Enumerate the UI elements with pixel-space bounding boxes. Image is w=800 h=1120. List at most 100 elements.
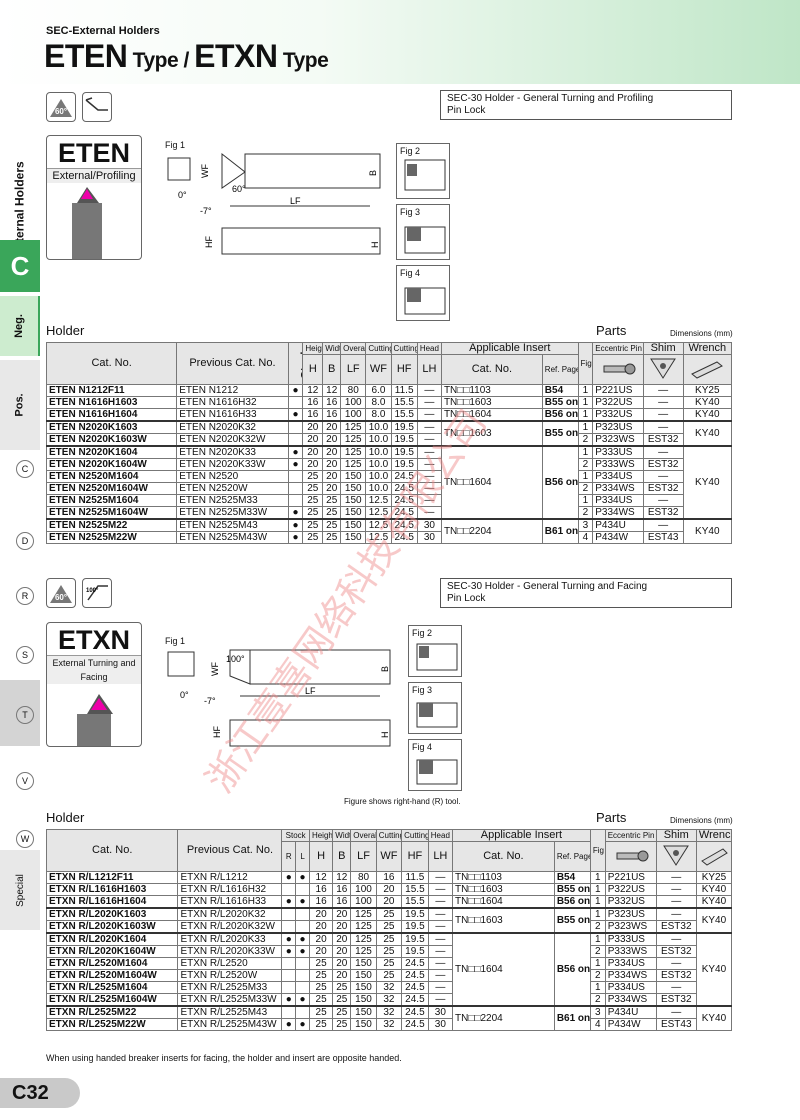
angle-minus7-label: -7° [200, 206, 212, 216]
table-cell: 15.5 [401, 883, 429, 896]
table-cell: 20 [302, 445, 324, 459]
table-cell: 19.5 [401, 932, 429, 946]
table-cell: 20 [308, 932, 334, 946]
table-cell: 15.5 [390, 396, 418, 409]
holder-info-box: SEC-30 Holder - General Turning and Prof… [440, 90, 732, 120]
table-cell: — [416, 433, 442, 447]
table-cell: 25 [332, 1018, 352, 1031]
table-cell: ETEN N2020K1604 [45, 445, 178, 459]
table-cell: 24.5 [390, 494, 418, 507]
table-cell: — [416, 408, 442, 422]
table-cell: TN□□2204 [452, 1005, 555, 1031]
table-cell: ETEN N2520M1604W [45, 482, 178, 495]
parts-heading: Parts [596, 323, 627, 338]
table-cell: P334WS [592, 482, 644, 495]
wf-dim-label-2: WF [210, 662, 220, 676]
table-cell: 2 [577, 433, 594, 447]
table-cell: 24.5 [401, 993, 429, 1007]
h-dim-label-2: H [380, 732, 390, 739]
hf-dim-label-2: HF [212, 726, 222, 738]
table-cell: 15.5 [401, 895, 429, 909]
table-cell: ETXN R/L2525M22W [45, 1018, 179, 1031]
table-cell: 125 [350, 932, 377, 946]
table-cell: 16 [308, 895, 334, 909]
table-cell: ETEN N2020K1603 [45, 420, 178, 434]
table-cell: 24.5 [390, 531, 418, 544]
table-cell: KY40 [682, 445, 733, 520]
table-cell: 16 [308, 883, 334, 896]
table-cell: 6.0 [365, 384, 392, 397]
sidebar-letter-s[interactable]: S [16, 646, 34, 664]
table-cell: 25 [302, 482, 324, 495]
sidebar-letter-d[interactable]: D [16, 532, 34, 550]
sidebar-letter-v[interactable]: V [16, 772, 34, 790]
sidebar-letter-w[interactable]: W [16, 830, 34, 848]
table-cell: — [655, 957, 697, 970]
table-cell: 20 [322, 470, 342, 483]
table-cell [295, 920, 310, 934]
table-cell: ETXN R/L1616H1604 [45, 895, 179, 909]
table-cell: ETXN R/L2020K1603 [45, 907, 179, 921]
table-cell: 1 [589, 932, 606, 946]
table-cell: 8.0 [365, 396, 392, 409]
table-cell: 150 [350, 981, 377, 994]
sidebar-tab-neg[interactable]: Neg. [0, 296, 40, 356]
table-cell: ETEN N2020K32 [176, 420, 289, 434]
table-cell: 10.0 [365, 458, 392, 471]
table-cell [287, 470, 304, 483]
table-cell: ETXN R/L1212 [177, 871, 283, 884]
table-cell: 30 [416, 531, 442, 544]
table-cell: P334WS [592, 506, 644, 520]
sidebar-tab-external[interactable]: External Holders [0, 161, 40, 257]
table-cell [295, 969, 310, 982]
table-cell: ETEN N2020K1604W [45, 458, 178, 471]
holder-info-box-2: SEC-30 Holder - General Turning and Faci… [440, 578, 732, 608]
table-cell: TN□□1604 [440, 445, 543, 520]
table-cell: ETXN R/L2020K1603W [45, 920, 179, 934]
table-cell: B56 on [541, 408, 579, 422]
holder-heading-2: Holder [46, 810, 85, 825]
table-cell: EST32 [642, 506, 684, 520]
table-cell: B61 on [553, 1005, 591, 1031]
sidebar-tab-special[interactable]: Special [0, 850, 40, 930]
table-cell: EST32 [655, 945, 697, 958]
table-cell: 3 [589, 1005, 606, 1019]
table-cell: ETEN N2525M22 [45, 518, 178, 532]
table-cell: 19.5 [390, 458, 418, 471]
table-cell: 2 [577, 458, 594, 471]
table-cell: 12.5 [365, 531, 392, 544]
table-cell [281, 907, 297, 921]
table-cell: ● [295, 945, 310, 958]
sidebar-tab-pos[interactable]: Pos. [0, 360, 40, 450]
table-cell: 25 [322, 506, 342, 520]
etxn-holder-table: Cat. No. Previous Cat. No. Stock Height … [45, 829, 733, 1031]
table-cell: ETXN R/L1616H1603 [45, 883, 179, 896]
table-cell: ● [281, 871, 297, 884]
table-cell: — [642, 384, 684, 397]
sidebar-letter-c[interactable]: C [16, 460, 34, 478]
table-cell: P434U [604, 1005, 657, 1019]
table-cell: — [416, 420, 442, 434]
table-cell: P434U [592, 518, 644, 532]
table-cell: 100 [350, 895, 377, 909]
table-cell [287, 433, 304, 447]
table-cell: 30 [416, 518, 442, 532]
table-cell: ETEN N1616H1604 [45, 408, 178, 422]
sidebar-letter-r[interactable]: R [16, 587, 34, 605]
table-cell: 16 [302, 408, 324, 422]
sidebar-letter-t[interactable]: T [16, 706, 34, 724]
table-cell: ETEN N1616H33 [176, 408, 289, 422]
dimensions-unit: Dimensions (mm) [670, 329, 733, 338]
table-cell: — [642, 494, 684, 507]
wf-dim-label: WF [200, 164, 210, 178]
sidebar-tab-c[interactable]: C [0, 240, 40, 292]
dimensions-unit-2: Dimensions (mm) [670, 816, 733, 825]
table-cell: 15.5 [390, 408, 418, 422]
